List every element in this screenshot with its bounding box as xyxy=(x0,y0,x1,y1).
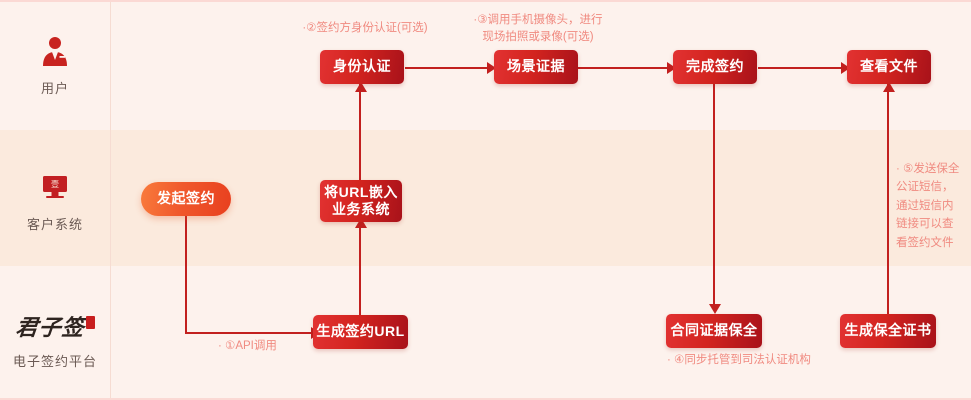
node-label: 场景证据 xyxy=(507,58,565,75)
lane-band-user xyxy=(0,0,971,130)
node-label: 查看文件 xyxy=(860,58,918,75)
lane-label-customer: 壹 客户系统 xyxy=(0,158,110,246)
node-label: 生成保全证书 xyxy=(844,322,932,339)
top-edge xyxy=(0,0,971,2)
svg-text:壹: 壹 xyxy=(51,179,59,189)
node-embed-url[interactable]: 将URL嵌入 业务系统 xyxy=(320,180,402,222)
node-finish-sign[interactable]: 完成签约 xyxy=(673,50,757,84)
monitor-icon: 壹 xyxy=(38,171,72,205)
annotation-step4: · ④同步托管到司法认证机构 xyxy=(667,354,811,366)
annotation-step3: ·③调用手机摄像头，进行 现场拍照或录像(可选) xyxy=(473,14,603,43)
arrowhead-to-embed-url xyxy=(355,218,367,228)
connector-initiate-right xyxy=(185,332,313,334)
node-label: 发起签约 xyxy=(157,190,215,207)
lane-divider xyxy=(110,2,111,398)
annotation-step2: ·②签约方身份认证(可选) xyxy=(302,22,428,34)
connector-finish-to-view xyxy=(758,67,848,69)
lane-label-text: 客户系统 xyxy=(26,217,83,232)
lane-band-platform xyxy=(0,266,971,400)
node-view-file[interactable]: 查看文件 xyxy=(847,50,931,84)
connector-cert-up xyxy=(887,84,889,314)
node-label: 合同证据保全 xyxy=(670,322,758,339)
node-label: 将URL嵌入 业务系统 xyxy=(324,183,398,218)
seal-icon xyxy=(86,316,95,329)
arrowhead-to-contract-evidence xyxy=(709,304,721,314)
connector-embed-up xyxy=(359,84,361,182)
node-label: 生成签约URL xyxy=(316,323,405,340)
node-label: 身份认证 xyxy=(333,58,391,75)
node-scene-evidence[interactable]: 场景证据 xyxy=(494,50,578,84)
lane-label-text: 用户 xyxy=(40,81,69,96)
lane-label-platform: 君子签 电子签约平台 xyxy=(0,300,110,380)
lane-label-user: 用户 xyxy=(0,22,110,110)
connector-url-up xyxy=(359,220,361,316)
bottom-edge xyxy=(0,398,971,400)
node-generate-cert[interactable]: 生成保全证书 xyxy=(840,314,936,348)
node-initiate-sign[interactable]: 发起签约 xyxy=(141,182,231,216)
node-label: 完成签约 xyxy=(686,58,744,75)
person-icon xyxy=(38,35,72,69)
arrowhead-to-identity-auth xyxy=(355,82,367,92)
arrowhead-to-finish-sign xyxy=(667,62,676,74)
connector-finish-down xyxy=(713,84,715,306)
connector-auth-to-scene xyxy=(405,67,494,69)
arrowhead-to-view-file xyxy=(841,62,850,74)
connector-initiate-down xyxy=(185,215,187,334)
lane-label-text: 电子签约平台 xyxy=(12,354,97,369)
junziqian-logo: 君子签 xyxy=(14,310,95,342)
arrowhead-to-view-file-2 xyxy=(883,82,895,92)
node-identity-auth[interactable]: 身份认证 xyxy=(320,50,404,84)
connector-scene-to-finish xyxy=(578,67,674,69)
node-contract-evidence[interactable]: 合同证据保全 xyxy=(666,314,762,348)
annotation-step5: · ⑤发送保全 公证短信， 通过短信内 链接可以查 看签约文件 xyxy=(896,163,960,249)
junziqian-logo-text: 君子签 xyxy=(14,315,87,341)
arrowhead-to-scene-evidence xyxy=(487,62,496,74)
annotation-step1: · ①API调用 xyxy=(218,340,277,352)
node-generate-url[interactable]: 生成签约URL xyxy=(313,315,408,349)
